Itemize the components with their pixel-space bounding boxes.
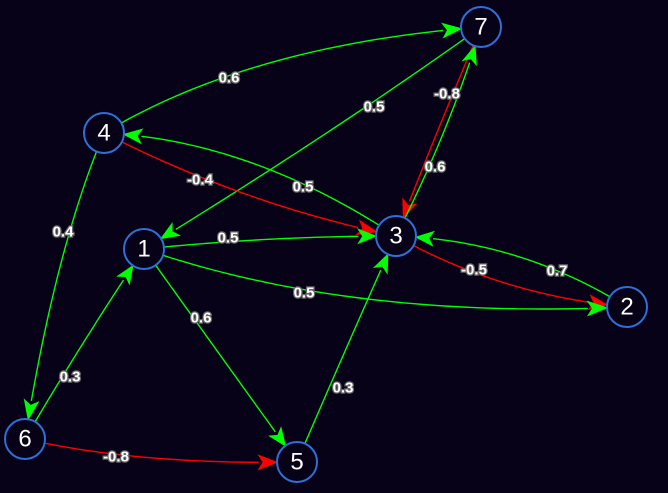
arrowhead — [414, 230, 436, 247]
edge-7-to-1 — [159, 38, 466, 240]
edge-line — [34, 279, 125, 423]
arrowhead — [372, 253, 389, 275]
edge-line — [162, 254, 588, 310]
edge-line — [432, 237, 611, 298]
edge-6-to-5 — [44, 442, 279, 471]
node-circle — [276, 441, 318, 483]
edge-line — [175, 38, 466, 231]
edge-2-to-3 — [414, 230, 611, 298]
edge-weight-label: 0.5 — [218, 230, 239, 247]
edge-weight-label: -0.8 — [103, 449, 129, 466]
node-label: 6 — [18, 426, 31, 453]
edge-weight-label: 0.6 — [425, 159, 446, 176]
node-circle — [4, 418, 46, 460]
edge-weight-label: 0.4 — [53, 224, 75, 241]
edge-weight-label: 0.3 — [60, 369, 81, 386]
edge-labels-layer: 0.6 0.5 -0.8 0.6 -0.4 0.5 0.4 0.5 -0.5 0.7 0.5 0.6 0… — [51, 68, 568, 467]
edge-4-to-3 — [121, 141, 378, 236]
nodes-layer: 1 2 3 4 5 6 7 — [4, 6, 648, 483]
edge-3-to-2 — [413, 244, 609, 311]
node-circle — [123, 228, 165, 270]
node-label: 4 — [97, 120, 110, 147]
edge-weight-label: -0.5 — [461, 262, 487, 279]
edge-weight-label: 0.5 — [364, 99, 385, 116]
arrowhead — [257, 454, 279, 471]
arrowhead — [268, 426, 287, 447]
edge-line — [141, 135, 380, 226]
edge-weight-label: -0.8 — [434, 86, 460, 103]
arrowhead — [461, 44, 477, 67]
edges-layer — [23, 22, 611, 471]
edge-1-to-3 — [163, 228, 378, 248]
node-circle — [606, 286, 648, 328]
edge-4-to-6 — [23, 151, 98, 421]
edge-3-to-4 — [122, 128, 380, 226]
arrowhead — [357, 228, 378, 245]
edge-line — [163, 235, 359, 248]
node-label: 2 — [620, 294, 633, 321]
node-2: 2 — [606, 286, 648, 328]
edge-line — [121, 141, 359, 229]
edge-weight-label: 0.5 — [293, 179, 314, 196]
node-label: 7 — [474, 14, 487, 41]
node-1: 1 — [123, 228, 165, 270]
node-3: 3 — [375, 215, 417, 257]
node-4: 4 — [83, 112, 125, 154]
edge-5-to-3 — [304, 253, 389, 444]
edge-weight-label: 0.7 — [547, 263, 568, 280]
node-circle — [83, 112, 125, 154]
arrowhead — [440, 22, 463, 39]
edge-line — [404, 62, 471, 219]
arrowhead — [122, 128, 144, 145]
edge-weight-label: 0.3 — [333, 380, 354, 397]
edge-line — [304, 269, 382, 444]
edge-6-to-1 — [34, 264, 134, 423]
edge-3-to-7 — [404, 44, 477, 219]
edge-weight-label: 0.6 — [219, 70, 240, 87]
node-circle — [460, 6, 502, 48]
edge-line — [44, 442, 259, 463]
edge-1-to-5 — [155, 264, 287, 447]
edge-line — [120, 29, 444, 124]
edge-1-to-2 — [162, 254, 609, 317]
arrowhead — [116, 264, 134, 286]
edge-7-to-3 — [402, 45, 474, 219]
node-label: 3 — [389, 223, 402, 250]
edge-line — [408, 45, 474, 202]
arrowhead — [23, 398, 40, 421]
edge-weight-label: -0.4 — [187, 172, 214, 189]
arrowhead — [159, 221, 182, 240]
node-6: 6 — [4, 418, 46, 460]
node-5: 5 — [276, 441, 318, 483]
node-label: 1 — [137, 236, 150, 263]
edge-line — [413, 244, 590, 304]
node-7: 7 — [460, 6, 502, 48]
edge-line — [30, 151, 98, 402]
node-circle — [375, 215, 417, 257]
arrowhead — [586, 300, 609, 317]
edge-weight-label: 0.6 — [191, 310, 212, 327]
edge-line — [155, 264, 276, 433]
edge-weight-label: 0.5 — [294, 285, 315, 302]
edge-4-to-7 — [120, 22, 463, 124]
node-label: 5 — [290, 449, 303, 476]
